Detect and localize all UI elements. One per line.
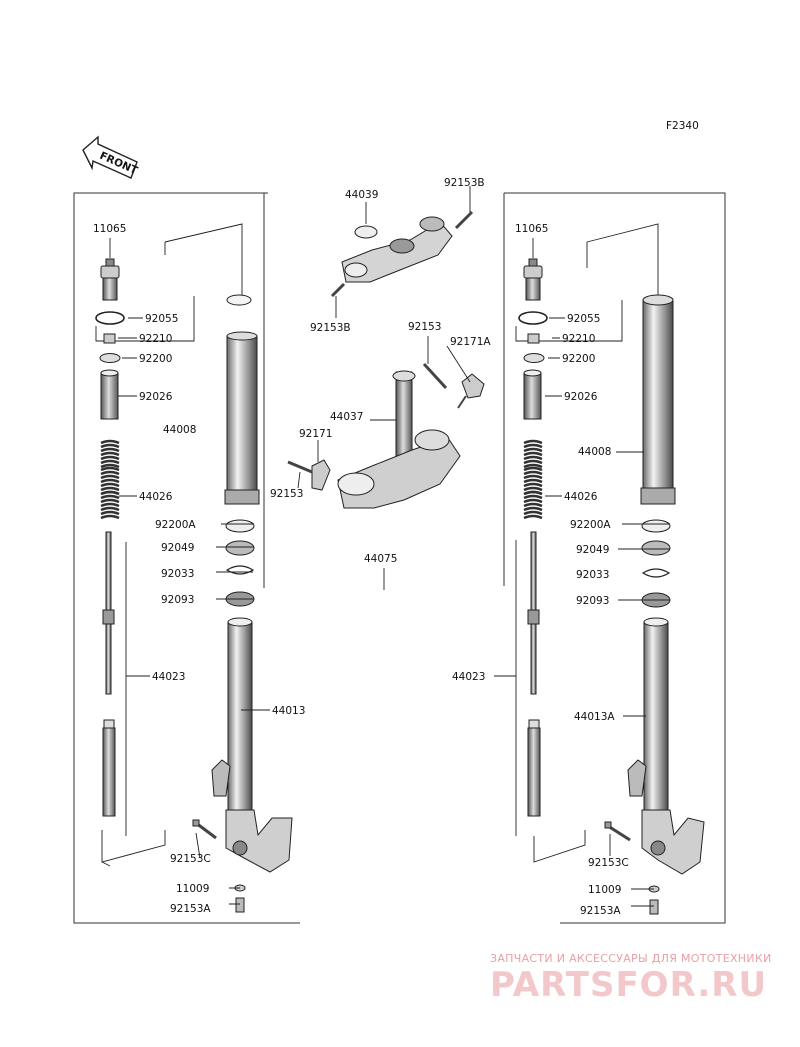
left-collar [100,372,119,420]
label-92153A-right: 92153A [580,905,621,917]
left-outer-tube [224,294,260,505]
right-inner-tube [627,617,705,875]
left-fork-group: 11065 92055 92210 92200 92026 44008 4402… [73,192,305,924]
label-92210: 92210 [139,333,172,345]
label-92049: 92049 [161,542,194,554]
left-pinch-bolt [192,819,217,840]
right-nut [527,333,540,344]
label-92200A-right: 92200A [570,519,611,531]
right-cap-bolt [523,258,543,301]
bracket-92171 [311,459,331,491]
left-washer [99,353,121,363]
label-44013A: 44013A [574,711,615,723]
label-44075: 44075 [364,553,397,565]
right-spring [522,439,544,469]
left-clip-92033 [225,565,255,575]
watermark: ЗАПЧАСТИ И АКСЕССУАРЫ ДЛЯ МОТОТЕХНИКИ PA… [490,952,772,1005]
right-washer [523,353,545,363]
lower-triple-clamp [337,370,461,509]
label-92055: 92055 [145,313,178,325]
label-44039: 44039 [345,189,378,201]
label-92093-right: 92093 [576,595,609,607]
right-bolt-92153A [649,899,659,915]
label-92055-right: 92055 [567,313,600,325]
left-bolt-92153A [235,897,245,913]
right-outer-tube [640,294,676,505]
label-44023: 44023 [152,671,185,683]
label-92171: 92171 [299,428,332,440]
right-fork-frame [504,192,726,924]
label-92026: 92026 [139,391,173,403]
label-92153C-right: 92153C [588,857,629,869]
watermark-tagline: ЗАПЧАСТИ И АКСЕССУАРЫ ДЛЯ МОТОТЕХНИКИ [490,952,772,965]
right-pinch-bolt [604,821,631,842]
watermark-brand: PARTSFOR.RU [490,965,767,1005]
label-92049-right: 92049 [576,544,609,556]
right-clip-92033 [641,568,671,578]
label-11065: 11065 [93,223,126,235]
left-damper-rod [102,531,116,817]
right-collar [523,372,542,420]
center-group: 44039 92153B 92153B 92153 92171A 44037 9… [270,177,491,590]
label-92026-right: 92026 [564,391,598,403]
label-44023-right: 44023 [452,671,485,683]
right-damper-rod [527,531,541,817]
label-92033: 92033 [161,568,194,580]
label-44008: 44008 [163,424,196,436]
label-44037: 44037 [330,411,363,423]
label-92033-right: 92033 [576,569,609,581]
label-11009-right: 11009 [588,884,621,896]
bracket-92171A [461,373,485,399]
left-seal-92049 [225,540,255,556]
label-92153B-top: 92153B [444,177,485,189]
right-seal-92049 [641,540,671,556]
label-92153-left: 92153 [270,488,303,500]
right-oring [518,311,548,325]
right-fork-group: 11065 92055 92210 92200 92026 44008 4402… [452,192,726,924]
label-11065-right: 11065 [515,223,548,235]
label-44026: 44026 [139,491,173,503]
left-spring-upper [99,439,121,469]
label-92200-right: 92200 [562,353,595,365]
left-seal-92200A [225,519,255,533]
upper-triple-clamp [341,216,453,283]
label-92153A: 92153A [170,903,211,915]
label-44008-right: 44008 [578,446,611,458]
label-92153C: 92153C [170,853,211,865]
left-inner-tube [211,617,293,873]
left-fork-frame [73,192,300,924]
left-oring [95,311,125,325]
label-92093: 92093 [161,594,194,606]
left-nut [103,333,116,344]
label-92200: 92200 [139,353,172,365]
front-arrow-icon: FRONT [82,135,140,179]
label-44026-right: 44026 [564,491,598,503]
diagram-code: F2340 [666,120,699,132]
label-92153B-bottom: 92153B [310,322,351,334]
right-seal-92200A [641,519,671,533]
label-92171A: 92171A [450,336,491,348]
label-92153-top: 92153 [408,321,441,333]
label-11009: 11009 [176,883,209,895]
left-cap-bolt [100,258,120,301]
label-92200A: 92200A [155,519,196,531]
label-92210-right: 92210 [562,333,595,345]
label-44013: 44013 [272,705,305,717]
